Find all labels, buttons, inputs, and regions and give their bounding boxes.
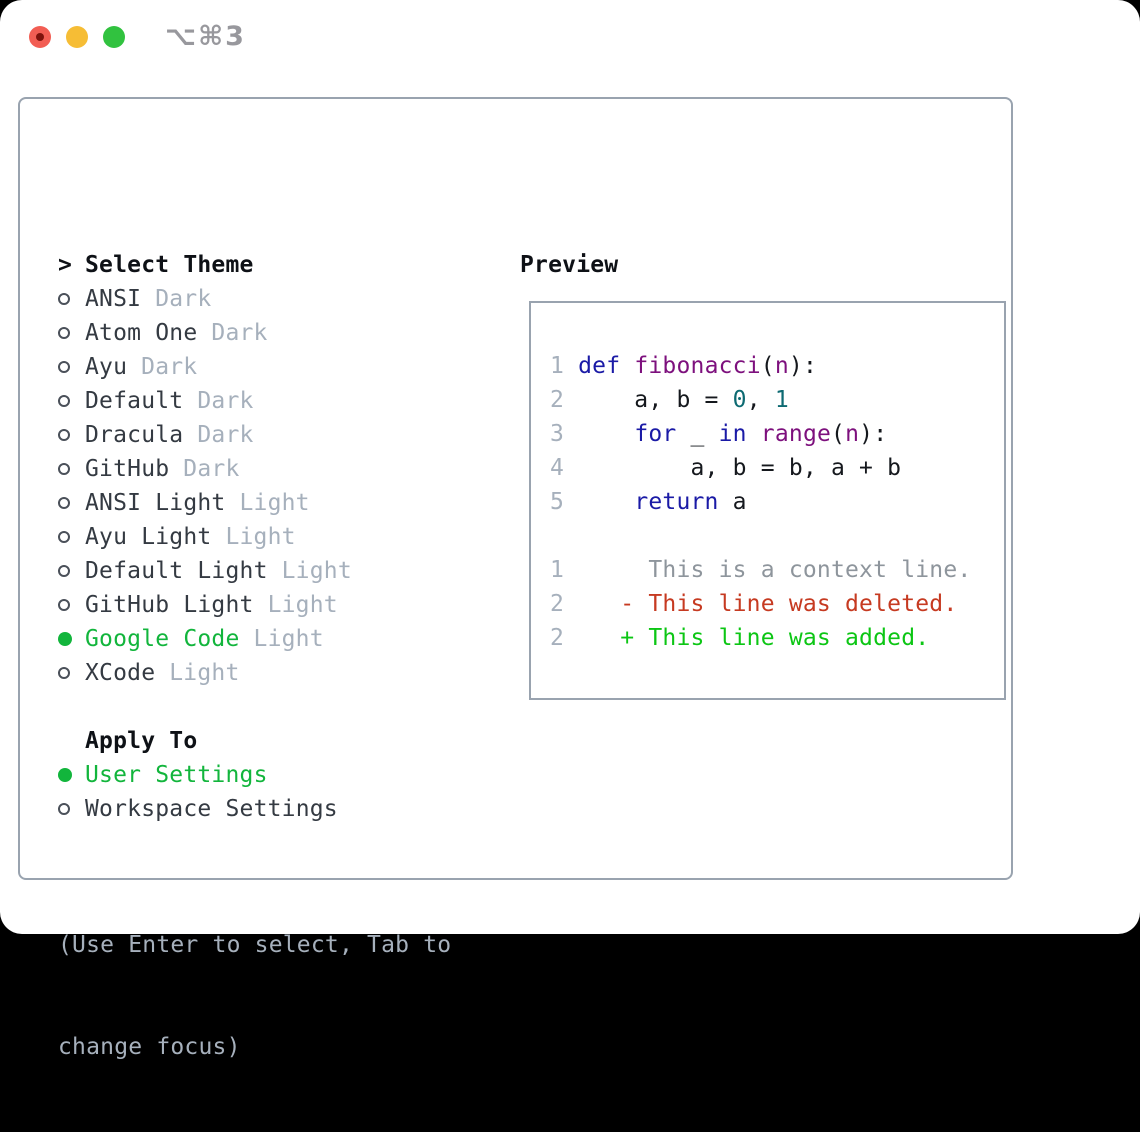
radio-selected-icon <box>56 632 85 646</box>
theme-name-label: Atom One <box>85 320 198 346</box>
theme-option[interactable]: GitHub Dark <box>56 452 352 486</box>
theme-name-label: Ayu <box>85 354 128 380</box>
selection-prompt-icon: > <box>58 252 73 278</box>
line-number: 1 <box>550 557 579 583</box>
theme-variant-label: Dark <box>183 456 240 482</box>
window-zoom-button[interactable] <box>103 26 125 48</box>
theme-option[interactable]: GitHub Light Light <box>56 588 352 622</box>
radio-selected-icon <box>56 768 85 782</box>
radio-unselected-icon <box>56 293 85 305</box>
theme-name-label: Dracula <box>85 422 184 448</box>
theme-name-label: GitHub <box>85 456 170 482</box>
theme-option[interactable]: Ayu Light Light <box>56 520 352 554</box>
theme-name-label: ANSI <box>85 286 142 312</box>
radio-unselected-icon <box>56 361 85 373</box>
theme-name-label: GitHub Light <box>85 592 254 618</box>
theme-name-label: Default <box>85 388 184 414</box>
theme-variant-label: Dark <box>197 422 254 448</box>
theme-variant-label: Light <box>239 490 310 516</box>
theme-name-label: XCode <box>85 660 156 686</box>
apply-option-label: User Settings <box>85 762 268 788</box>
diff-line-context: 1 This is a context line. <box>550 557 972 583</box>
code-line: 1 def fibonacci(n): <box>550 353 817 379</box>
code-line: 4 a, b = b, a + b <box>550 455 902 481</box>
theme-variant-label: Dark <box>197 388 254 414</box>
help-text-line: change focus) <box>58 1034 241 1060</box>
theme-option[interactable]: Default Dark <box>56 384 352 418</box>
radio-unselected-icon <box>56 463 85 475</box>
theme-list-header-row: > Select Theme <box>56 248 352 282</box>
help-text-line: (Use Enter to select, Tab to <box>58 932 452 958</box>
line-number: 2 <box>550 625 579 651</box>
theme-option[interactable]: Google Code Light <box>56 622 352 656</box>
theme-option[interactable]: XCode Light <box>56 656 352 690</box>
theme-variant-label: Dark <box>141 354 198 380</box>
code-line: 5 return a <box>550 489 747 515</box>
window-shortcut-label: ⌥⌘3 <box>165 21 246 52</box>
theme-name-label: Google Code <box>85 626 240 652</box>
radio-unselected-icon <box>56 429 85 441</box>
theme-name-label: Default Light <box>85 558 268 584</box>
theme-variant-label: Light <box>169 660 240 686</box>
window-close-button[interactable] <box>29 26 51 48</box>
theme-variant-label: Dark <box>211 320 268 346</box>
code-line: 2 a, b = 0, 1 <box>550 387 789 413</box>
theme-option[interactable]: ANSI Dark <box>56 282 352 316</box>
line-number: 2 <box>550 387 579 413</box>
diff-line-added: 2 + This line was added. <box>550 625 930 651</box>
line-number: 5 <box>550 489 579 515</box>
theme-variant-label: Light <box>253 626 324 652</box>
theme-option[interactable]: ANSI Light Light <box>56 486 352 520</box>
radio-unselected-icon <box>56 327 85 339</box>
theme-variant-label: Light <box>225 524 296 550</box>
radio-unselected-icon <box>56 565 85 577</box>
line-number: 4 <box>550 455 579 481</box>
code-line: 3 for _ in range(n): <box>550 421 888 447</box>
code-preview: 1 def fibonacci(n): 2 a, b = 0, 1 3 for _ … <box>550 349 901 519</box>
theme-variant-label: Light <box>281 558 352 584</box>
radio-unselected-icon <box>56 395 85 407</box>
theme-variant-label: Light <box>267 592 338 618</box>
theme-list-title: Select Theme <box>85 252 254 278</box>
theme-option[interactable]: Atom One Dark <box>56 316 352 350</box>
radio-unselected-icon <box>56 497 85 509</box>
apply-option-label: Workspace Settings <box>85 796 338 822</box>
window-minimize-button[interactable] <box>66 26 88 48</box>
apply-to-title: Apply To <box>85 728 198 754</box>
radio-unselected-icon <box>56 803 85 815</box>
diff-line-deleted: 2 - This line was deleted. <box>550 591 958 617</box>
diff-preview: 1 This is a context line. 2 - This line w… <box>550 553 971 655</box>
line-number: 2 <box>550 591 579 617</box>
radio-unselected-icon <box>56 667 85 679</box>
radio-unselected-icon <box>56 531 85 543</box>
theme-name-label: Ayu Light <box>85 524 212 550</box>
preview-title: Preview <box>520 252 619 278</box>
close-dot-icon <box>36 33 44 41</box>
theme-variant-label: Dark <box>155 286 212 312</box>
theme-option[interactable]: Dracula Dark <box>56 418 352 452</box>
help-text: (Use Enter to select, Tab to change focu… <box>58 860 451 1132</box>
theme-name-label: ANSI Light <box>85 490 226 516</box>
theme-option[interactable]: Ayu Dark <box>56 350 352 384</box>
line-number: 1 <box>550 353 579 379</box>
preview-box: 1 def fibonacci(n): 2 a, b = 0, 1 3 for _ … <box>529 301 1006 700</box>
theme-option[interactable]: Default Light Light <box>56 554 352 588</box>
radio-unselected-icon <box>56 599 85 611</box>
line-number: 3 <box>550 421 579 447</box>
apply-to-header-row: Apply To <box>56 724 338 758</box>
apply-to-option[interactable]: Workspace Settings <box>56 792 338 826</box>
apply-to-option[interactable]: User Settings <box>56 758 338 792</box>
